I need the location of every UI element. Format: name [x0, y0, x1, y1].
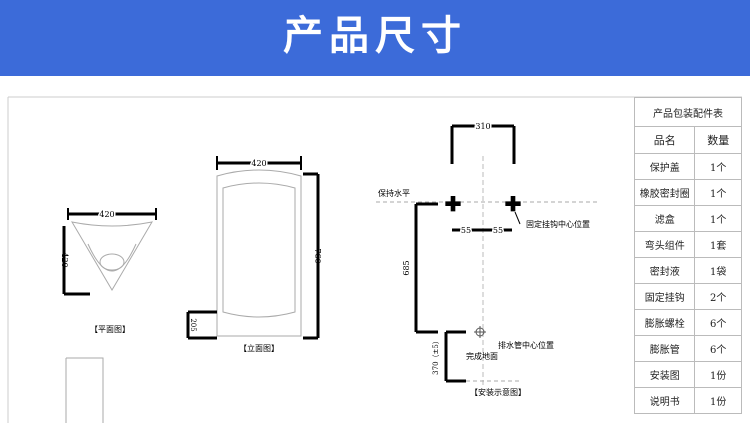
floor-label: 完成地面	[466, 351, 498, 361]
install-height-label: 685	[402, 260, 411, 275]
plan-view: 420 420 【平面图】	[60, 208, 157, 334]
plan-width-label: 420	[99, 210, 114, 219]
item-qty: 2个	[694, 283, 742, 310]
item-qty: 6个	[694, 335, 742, 362]
item-name: 弯头组件	[633, 231, 696, 258]
spacing-right-label: 55	[493, 226, 503, 235]
item-name: 密封液	[633, 257, 696, 284]
drain-center-label: 排水管中心位置	[498, 340, 554, 350]
item-name: 滤盒	[633, 205, 696, 232]
item-qty: 1袋	[694, 257, 742, 284]
elev-width-label: 420	[251, 159, 266, 168]
elevation-view-label: 【立面图】	[239, 343, 279, 353]
banner-title: 产品尺寸	[283, 13, 467, 59]
item-name: 说明书	[633, 387, 696, 414]
item-qty: 1份	[694, 387, 742, 414]
drain-height-label: 370（±5）	[432, 337, 440, 375]
item-name: 安装图	[633, 361, 696, 388]
item-qty: 6个	[694, 309, 742, 336]
item-qty: 1个	[694, 153, 742, 180]
install-top-width-label: 310	[475, 122, 490, 131]
item-qty: 1个	[694, 179, 742, 206]
hook-right-icon: ✚	[505, 192, 522, 216]
item-qty: 1份	[694, 361, 742, 388]
elev-base-label: 205	[189, 318, 197, 331]
item-name: 橡胶密封圈	[633, 179, 696, 206]
partial-side-view	[65, 357, 104, 423]
item-name: 固定挂钩	[633, 283, 696, 310]
installation-view: 310 保持水平 ✚ ✚ 55 55 固定挂钩中心位置 685 排水管中心位置 …	[376, 121, 600, 397]
hook-left-icon: ✚	[445, 192, 462, 216]
spacing-left-label: 55	[461, 226, 471, 235]
table-caption: 产品包装配件表	[634, 97, 742, 127]
table-header-row: 品名 数量	[633, 126, 742, 154]
item-qty: 1套	[694, 231, 742, 258]
plan-depth-label: 420	[60, 252, 69, 267]
elevation-view: 420 760 205 【立面图】	[186, 156, 322, 353]
header-banner: 产品尺寸	[0, 0, 750, 76]
keep-level-label: 保持水平	[378, 188, 410, 198]
elev-height-label: 760	[313, 248, 322, 263]
item-name: 保护盖	[633, 153, 696, 180]
item-name: 膨胀管	[633, 335, 696, 362]
install-view-label: 【安装示意图】	[470, 387, 526, 397]
dimension-drawing: 420 420 【平面图】 420 760 205 【立面图】 310 保持水平	[7, 96, 742, 423]
plan-view-label: 【平面图】	[90, 325, 130, 334]
item-qty: 1个	[694, 205, 742, 232]
item-name: 膨胀螺栓	[633, 309, 696, 336]
col-header-qty: 数量	[694, 126, 742, 154]
col-header-name: 品名	[633, 126, 696, 154]
hook-center-label: 固定挂钩中心位置	[526, 219, 590, 229]
